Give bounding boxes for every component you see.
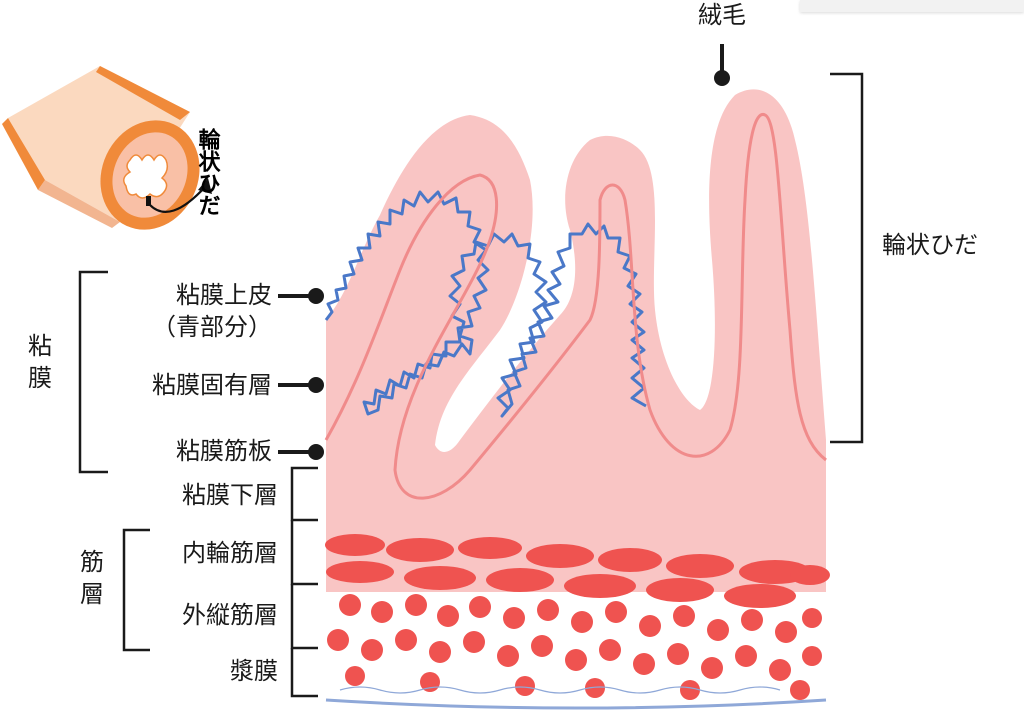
bracket-muscle-layer	[122, 528, 150, 652]
inner-circular-muscle	[325, 522, 830, 608]
serosa-wavy	[339, 686, 781, 694]
label-muscle-layer: 筋層	[80, 548, 104, 608]
pointer-epithelium	[278, 288, 324, 304]
label-inner-circular: 内輪筋層	[182, 539, 278, 567]
mucosa-body	[326, 89, 826, 530]
bracket-inner-circular	[290, 520, 318, 586]
bracket-mucosa	[78, 270, 108, 474]
top-bar	[800, 0, 1024, 12]
bracket-submucosa	[290, 466, 318, 522]
label-submucosa: 粘膜下層	[182, 481, 278, 509]
epithelium-line	[324, 190, 647, 418]
label-mucosa: 粘膜	[28, 332, 52, 392]
bracket-serosa	[290, 648, 318, 698]
bracket-outer-longitudinal	[290, 584, 318, 650]
pointer-villi	[714, 44, 730, 86]
label-villi: 絨毛	[698, 1, 746, 29]
muscularis-mucosae-line	[324, 113, 827, 500]
label-serosa: 漿膜	[230, 657, 278, 685]
inset-label: 輪状ひだ	[196, 127, 221, 216]
inset-tube-icon	[2, 66, 212, 230]
label-outer-longitudinal: 外縦筋層	[182, 601, 278, 629]
intestine-wall	[324, 89, 830, 726]
label-muscularis-mucosae: 粘膜筋板	[176, 437, 272, 465]
outer-longitudinal-muscle	[327, 594, 822, 700]
pointer-lamina-propria	[278, 377, 324, 393]
label-circular-folds: 輪状ひだ	[882, 231, 978, 259]
label-epithelium-note: （青部分）	[152, 313, 272, 341]
bracket-circular-folds	[830, 72, 864, 444]
label-epithelium: 粘膜上皮	[176, 281, 272, 309]
pointer-muscularis-mucosae	[278, 444, 324, 460]
label-lamina-propria: 粘膜固有層	[152, 371, 272, 399]
serosa-line	[325, 698, 827, 710]
